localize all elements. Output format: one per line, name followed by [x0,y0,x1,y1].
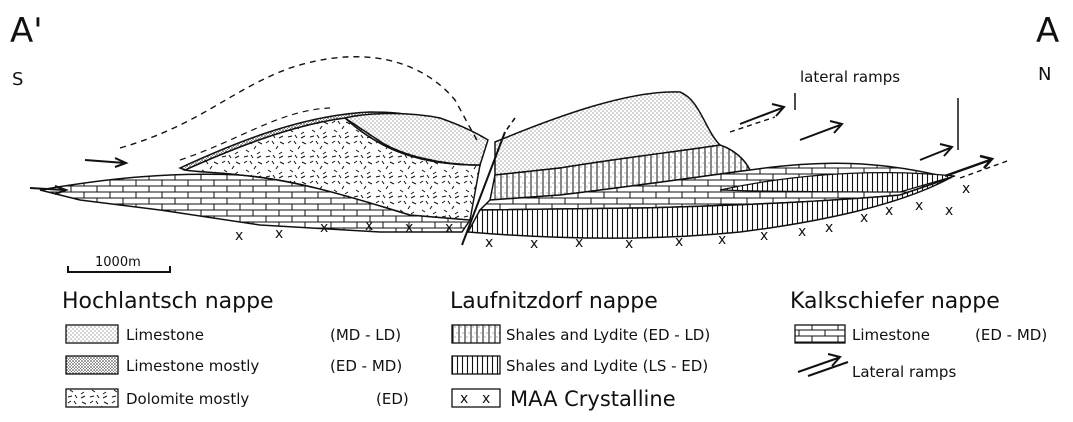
crystalline-cross: x [798,224,806,240]
crystalline-cross: x [675,234,683,250]
legend-swatch-shales-ed-ld [452,325,500,343]
crystalline-cross: x [485,235,493,251]
crystalline-cross: x [915,198,923,214]
legend-cross-icon: x [482,391,490,407]
north-direction-label: N [1038,64,1051,85]
crystalline-cross: x [365,218,373,234]
legend-title-laufnitzdorf: Laufnitzdorf nappe [450,289,658,314]
thrust-arrow-left-1 [30,186,66,194]
legend-kalkschiefer: Kalkschiefer nappe Limestone (ED - MD) L… [790,289,1047,381]
legend-code-limestone-mostly: (ED - MD) [330,357,402,375]
legend-label-shales-ls-ed: Shales and Lydite (LS - ED) [506,357,708,375]
section-end-right-label: A [1036,11,1059,51]
legend-swatch-dolomite [66,389,118,407]
legend-lateral-ramp-icon [798,354,848,376]
lateral-ramps-label: lateral ramps [800,68,900,86]
crystalline-cross: x [860,210,868,226]
crystalline-cross: x [760,228,768,244]
scale-bar: 1000m [68,255,170,272]
ramps-leader-line [795,93,958,150]
crystalline-cross: x [625,236,633,252]
south-direction-label: S [12,69,23,90]
legend-label-crystalline: MAA Crystalline [510,387,676,411]
legend-label-dolomite: Dolomite mostly [126,390,249,408]
crystalline-cross: x [235,228,243,244]
legend-swatch-limestone-md-ld [66,325,118,343]
legend-code-limestone-md-ld: (MD - LD) [330,326,401,344]
legend-code-kalkschiefer-limestone: (ED - MD) [975,326,1047,344]
legend-title-hochlantsch: Hochlantsch nappe [62,289,274,314]
scale-bar-label: 1000m [95,255,141,270]
crystalline-cross: x [825,220,833,236]
legend-label-limestone-md-ld: Limestone [126,326,204,344]
legend-title-kalkschiefer: Kalkschiefer nappe [790,289,1000,314]
crystalline-cross: x [275,226,283,242]
crystalline-cross: x [320,220,328,236]
legend-cross-icon: x [460,391,468,407]
legend-hochlantsch: Hochlantsch nappe Limestone (MD - LD) Li… [62,289,409,408]
crystalline-cross: x [405,220,413,236]
crystalline-cross: x [718,232,726,248]
lateral-ramp-arrow-1 [740,104,784,124]
legend-code-dolomite: (ED) [376,390,409,408]
crystalline-cross: x [945,203,953,219]
legend-label-limestone-mostly: Limestone mostly [126,357,259,375]
legend-laufnitzdorf: Laufnitzdorf nappe Shales and Lydite (ED… [450,289,710,411]
crystalline-cross: x [575,235,583,251]
legend-swatch-kalkschiefer-limestone [795,325,845,343]
lateral-ramp-arrow-2 [800,121,842,140]
crystalline-cross: x [962,181,970,197]
crystalline-cross: x [530,236,538,252]
crystalline-cross: x [885,203,893,219]
lateral-ramp-arrow-3 [920,144,952,160]
thrust-arrow-left-2 [85,158,126,167]
lateral-ramp-arrow-4 [945,156,992,176]
legend-swatch-shales-ls-ed [452,356,500,374]
legend-label-shales-ed-ld: Shales and Lydite (ED - LD) [506,326,710,344]
crystalline-cross: x [445,220,453,236]
legend-label-kalkschiefer-limestone: Limestone [852,326,930,344]
legend-swatch-limestone-mostly [66,356,118,374]
cross-section-drawing: lateral ramps x x x x x x x x x x x x x … [30,57,1010,252]
section-end-left-label: A' [10,11,43,51]
legend-label-lateral-ramps: Lateral ramps [852,363,956,381]
fault-extension-dashed [505,118,515,132]
